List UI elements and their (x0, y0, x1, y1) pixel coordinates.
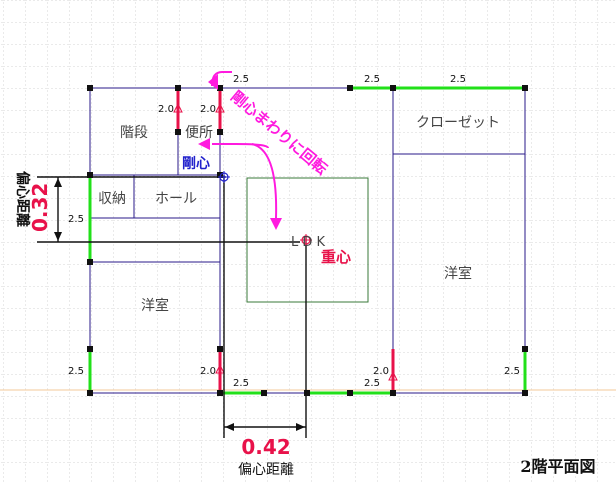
gravity-center-marker (300, 234, 312, 246)
room-hall: ホール (155, 191, 197, 207)
mult-bottom-right-small: 2.0 (373, 366, 389, 377)
room-stairs: 階段 (120, 125, 148, 141)
room-closet: クローゼット (416, 115, 500, 131)
mult-bottom-2: 2.5 (364, 378, 380, 389)
mult-bottom-1: 2.5 (233, 378, 249, 389)
mult-right-wall: 2.5 (504, 366, 520, 377)
eccentric-value-x: 0.42 (241, 435, 290, 459)
eccentric-dimension-lines (37, 175, 307, 438)
ldk-box (246, 177, 369, 303)
rigidity-center-label: 剛心 (182, 156, 210, 172)
eccentric-distance-y-label: 偏心距離 (14, 171, 31, 227)
room-western-right: 洋室 (444, 265, 472, 282)
mult-left-lower: 2.5 (68, 366, 84, 377)
room-storage: 収納 (98, 191, 126, 207)
rotation-arrows (198, 71, 282, 230)
mult-top-2: 2.5 (364, 74, 380, 85)
green-walls (88, 86, 527, 395)
mult-toilet-right: 2.0 (200, 104, 216, 115)
gravity-center-label: 重心 (321, 248, 351, 266)
mult-top-3: 2.5 (450, 74, 466, 85)
mult-top-1: 2.5 (233, 74, 249, 85)
eccentric-distance-x-label: 偏心距離 (238, 461, 294, 478)
room-labels: 階段 便所 クローゼット 収納 ホール 洋室 洋室 L D K (98, 115, 500, 314)
plan-title: 2階平面図 (520, 457, 595, 476)
dimension-arrowheads (54, 178, 305, 431)
room-ldk: L D K (291, 235, 326, 250)
room-toilet: 便所 (185, 125, 213, 141)
wall-multiplier-labels: 2.5 2.5 2.5 2.0 2.0 2.5 2.5 2.0 2.5 2.5 … (68, 74, 520, 389)
mult-toilet-left: 2.0 (158, 104, 174, 115)
room-western-left: 洋室 (141, 297, 169, 314)
rigidity-center-marker (218, 171, 230, 183)
mult-left-wall: 2.5 (68, 214, 84, 225)
eccentric-value-y: 0.32 (28, 183, 52, 232)
wall-triangles (173, 102, 398, 381)
mult-bottom-center: 2.0 (200, 366, 216, 377)
